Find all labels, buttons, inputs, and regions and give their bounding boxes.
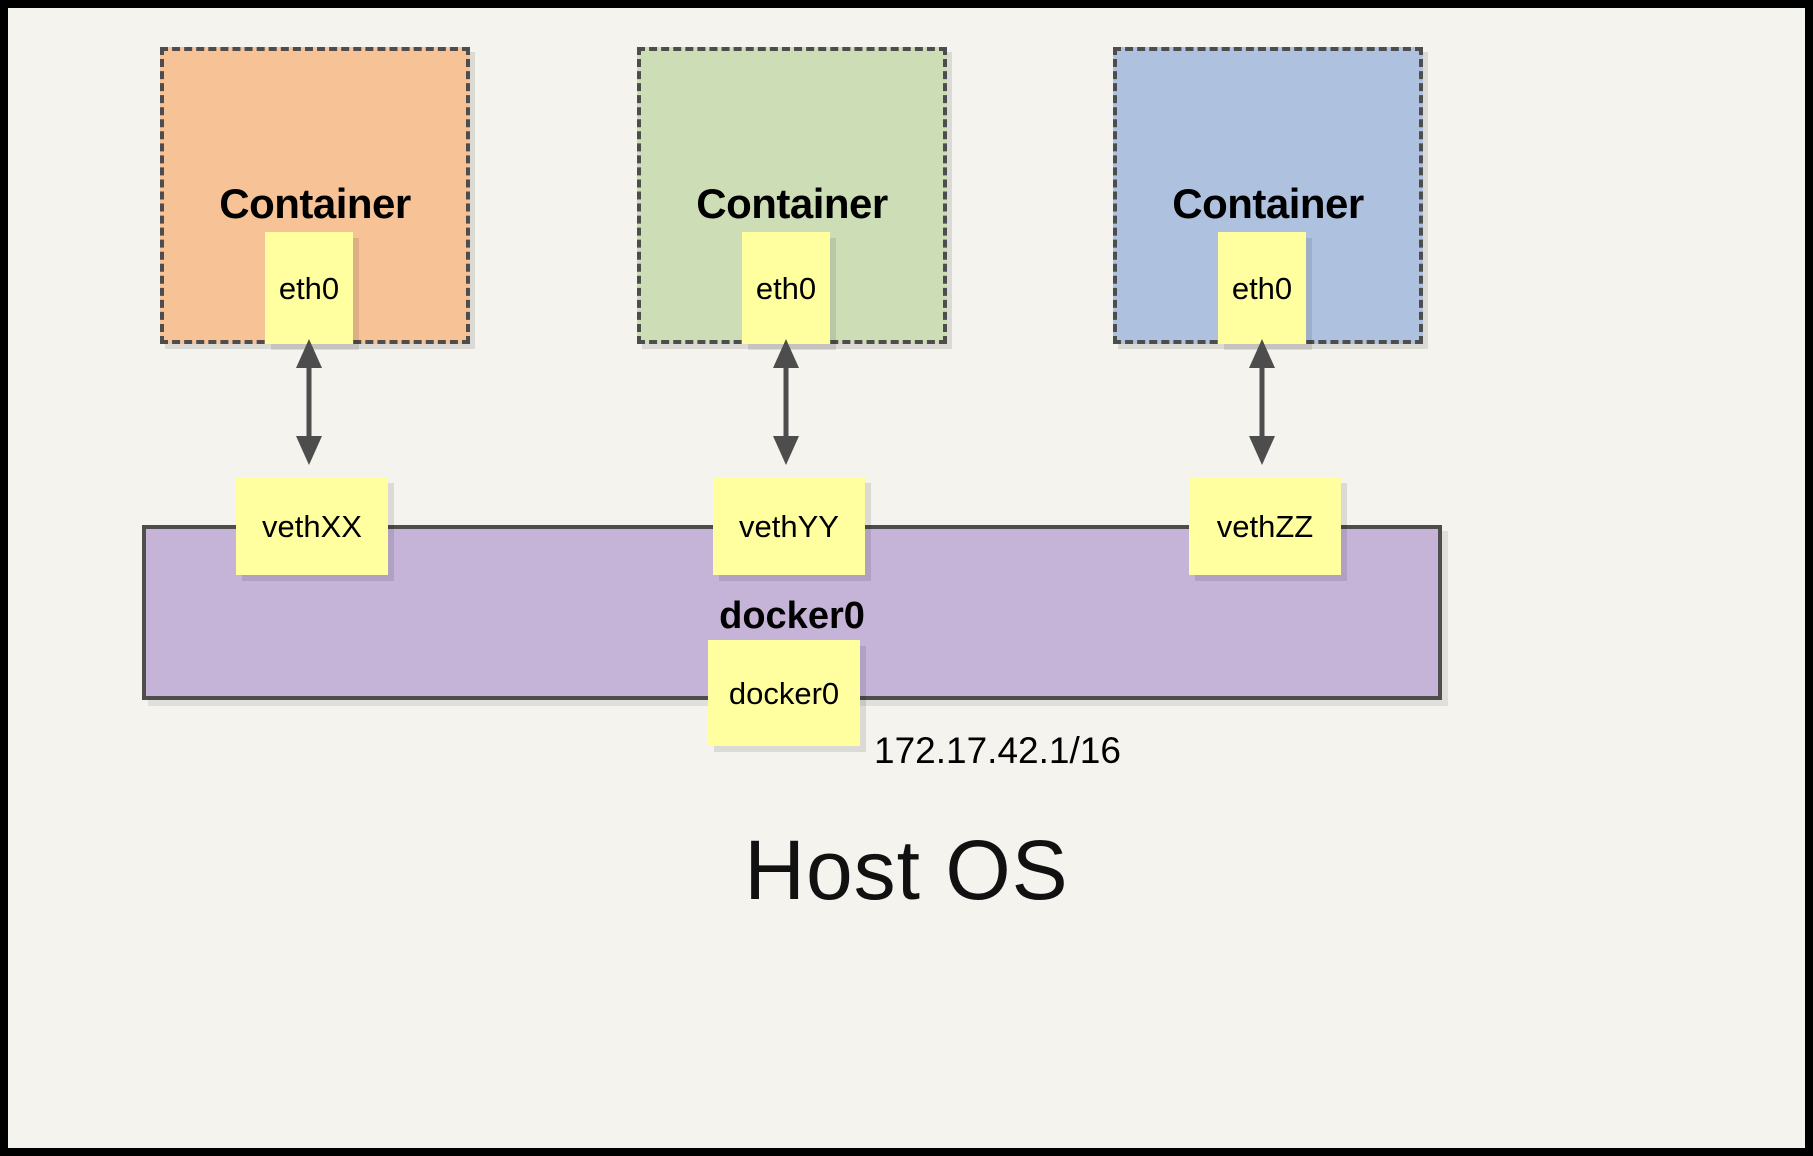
container-3-eth0-chip: eth0	[1218, 232, 1306, 344]
container-title-1: Container	[219, 180, 411, 227]
veth-chip-2: vethYY	[713, 477, 865, 575]
docker0-ip-address: 172.17.42.1/16	[874, 730, 1121, 771]
veth-link-arrow-1	[296, 339, 322, 465]
container-1-eth0-label: eth0	[278, 270, 340, 306]
veth-link-arrow-2	[773, 339, 799, 465]
veth-chip-3: vethZZ	[1189, 477, 1341, 575]
veth-chip-3-label: vethZZ	[1216, 508, 1314, 544]
host-os-label: Host OS	[744, 823, 1069, 917]
veth-chip-1-label: vethXX	[262, 508, 362, 544]
veth-chip-2-label: vethYY	[739, 508, 839, 544]
docker0-interface-chip: docker0	[708, 640, 860, 746]
container-3-eth0-label: eth0	[1231, 270, 1293, 306]
veth-link-arrow-3	[1249, 339, 1275, 465]
docker0-interface-label: docker0	[728, 675, 840, 711]
container-title-3: Container	[1172, 180, 1364, 227]
diagram-stage: Container eth0 Container eth0 Container …	[8, 8, 1805, 1148]
container-title-2: Container	[696, 180, 888, 227]
docker0-bridge-label: docker0	[719, 595, 865, 637]
container-2-eth0-label: eth0	[755, 270, 817, 306]
container-2-eth0-chip: eth0	[742, 232, 830, 344]
veth-chip-1: vethXX	[236, 477, 388, 575]
container-1-eth0-chip: eth0	[265, 232, 353, 344]
